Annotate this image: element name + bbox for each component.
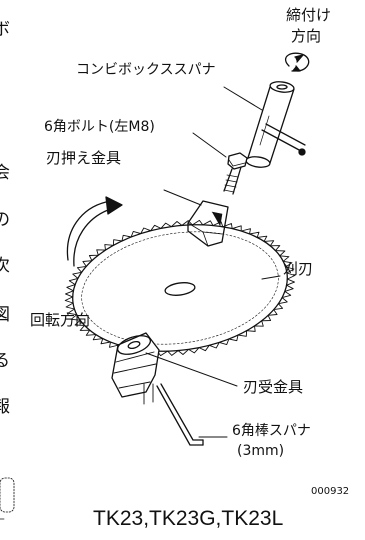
blade-holder-label: 刃押え金具 [46, 149, 122, 167]
tightening-direction-label-line1: 締付け [286, 6, 332, 24]
hex-bar-spanner-tool [156, 383, 204, 446]
blade-receiver-part [111, 332, 160, 405]
blade-label: 刈刃 [283, 260, 314, 278]
left-column-fragment: ボ [0, 20, 10, 40]
hex-bar-spanner-label-line2: (3mm) [237, 443, 285, 459]
left-column-fragment: 図 [0, 305, 10, 325]
figure-code: 000932 [311, 486, 350, 497]
model-names: TK23,TK23G,TK23L [93, 507, 284, 530]
rotation-direction-label: 回転方向 [30, 311, 91, 329]
hex-bolt-label: 6角ボルト(左M8) [44, 119, 155, 135]
saw-blade [72, 224, 288, 352]
leader-lines [145, 86, 281, 438]
tightening-direction-label-line2: 方向 [291, 27, 322, 45]
blade-holder-part [187, 200, 229, 247]
hex-bar-spanner-label-line1: 6角棒スパナ [232, 423, 311, 439]
blade-teeth-outline [64, 219, 296, 357]
combi-box-spanner-label: コンビボックススパナ [76, 62, 216, 78]
combi-box-spanner [245, 81, 306, 168]
tightening-direction-arrow [284, 52, 310, 72]
blade-receiver-label: 刃受金具 [243, 378, 304, 396]
left-column-fragment: 会 [0, 163, 10, 183]
blade-teeth [64, 219, 296, 357]
left-column-fragment: る [0, 351, 10, 371]
left-column-fragment: 報 [0, 397, 10, 417]
hex-bolt [223, 152, 248, 195]
rotation-direction-arrow [66, 196, 123, 267]
left-column-fragment: の [0, 210, 10, 230]
left-column-fragment: 次 [0, 256, 10, 276]
